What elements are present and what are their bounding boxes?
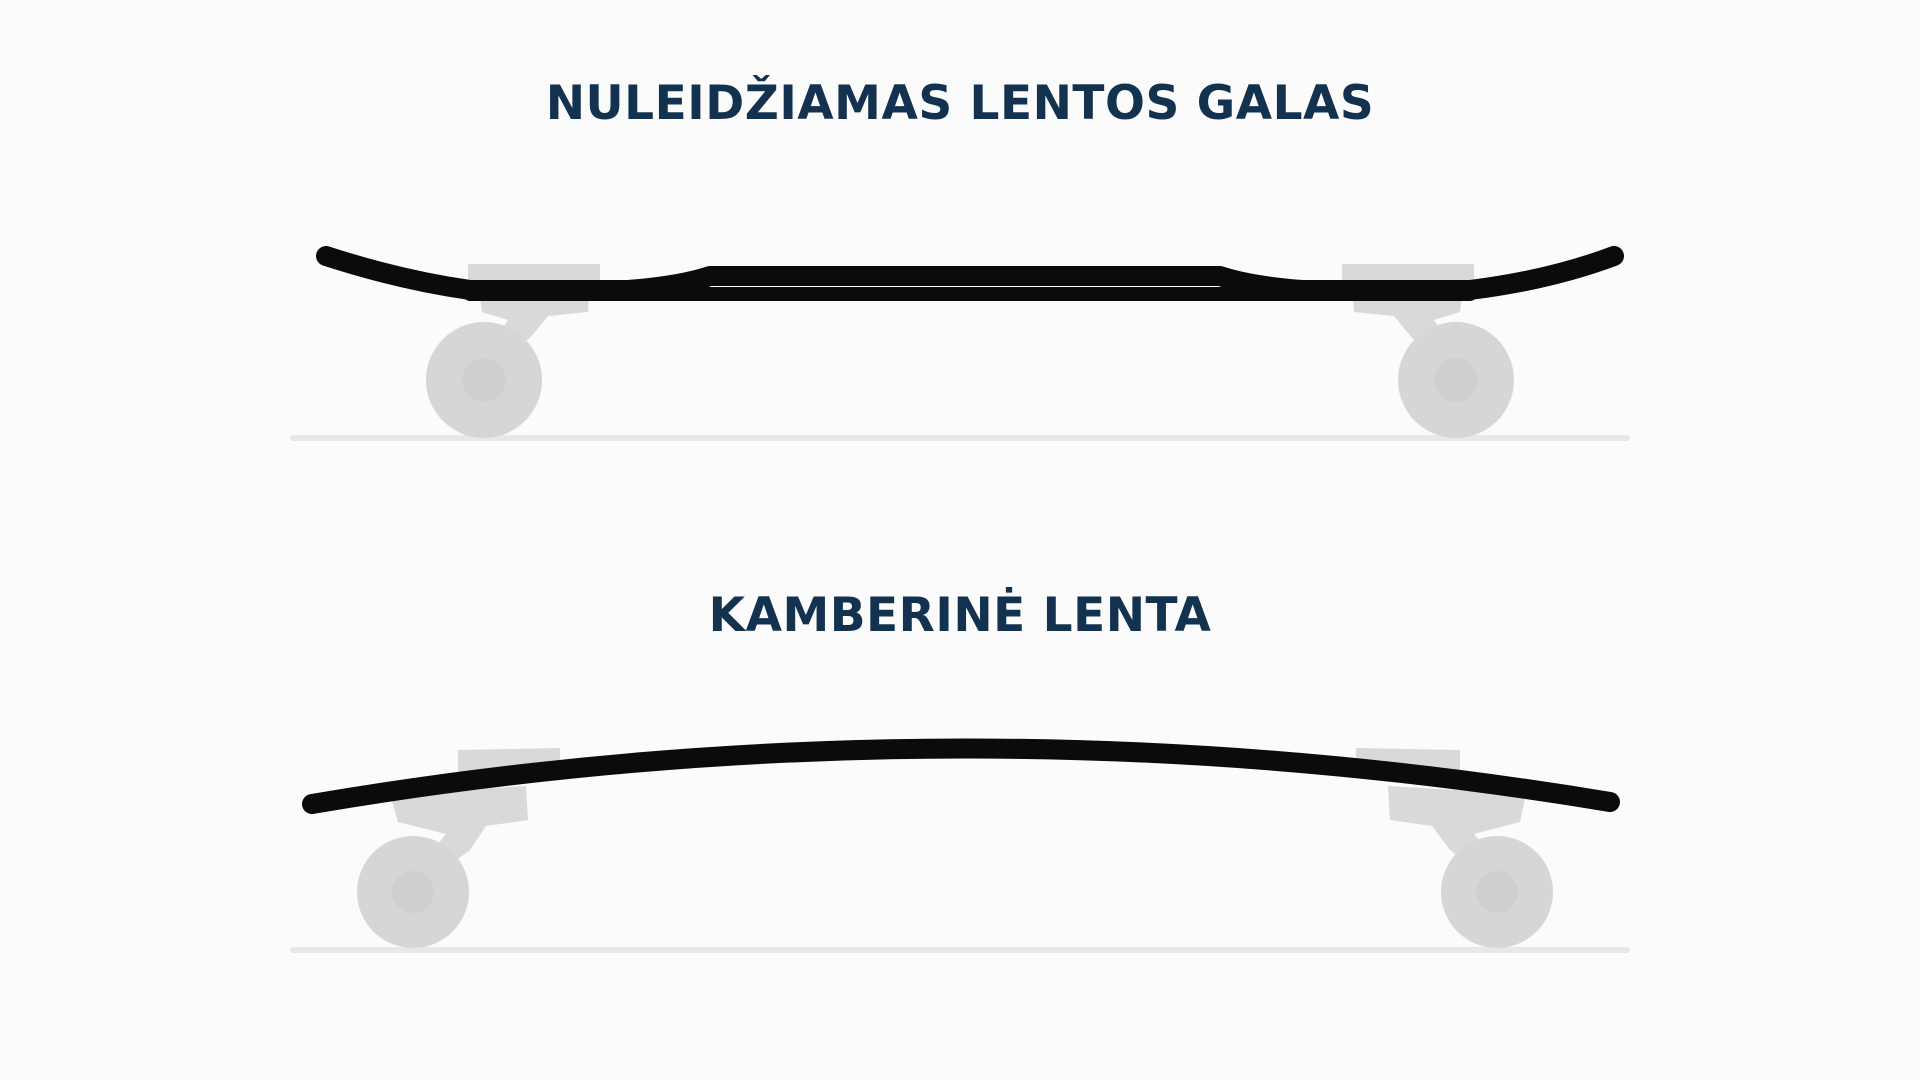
right-wheel bbox=[1398, 322, 1514, 438]
ground-line bbox=[290, 947, 1630, 953]
camber-deck-illustration bbox=[290, 738, 1630, 953]
camber-deck-title: KAMBERINĖ LENTA bbox=[708, 588, 1212, 643]
right-truck-hanger bbox=[1388, 786, 1526, 868]
right-truck-baseplate bbox=[1342, 264, 1474, 284]
camber-deck-diagram bbox=[0, 710, 1920, 970]
ground-line bbox=[290, 435, 1630, 441]
drop-deck-title: NULEIDŽIAMAS LENTOS GALAS bbox=[545, 76, 1375, 131]
right-wheel bbox=[1441, 836, 1553, 948]
left-wheel bbox=[426, 322, 542, 438]
left-truck-baseplate bbox=[468, 264, 600, 284]
drop-deck-board bbox=[316, 246, 1624, 300]
camber-deck-board bbox=[302, 738, 1620, 814]
left-truck-hanger bbox=[390, 786, 528, 868]
left-wheel bbox=[357, 836, 469, 948]
drop-deck-illustration bbox=[290, 246, 1630, 441]
drop-deck-diagram bbox=[0, 220, 1920, 460]
